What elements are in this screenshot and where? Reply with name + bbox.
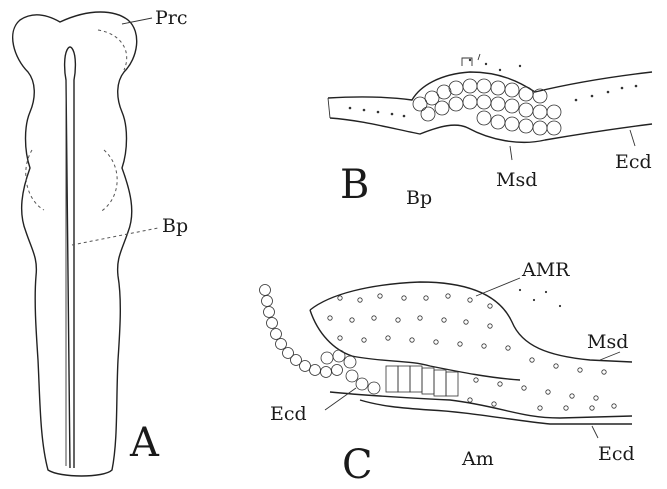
bp-leader-a — [72, 228, 158, 245]
section-c-base — [330, 392, 632, 418]
section-b-upper — [328, 72, 652, 100]
ecd-leader-c-right — [592, 426, 598, 438]
label-bp-b: Bp — [406, 187, 432, 209]
label-msd-b: Msd — [496, 169, 537, 191]
label-ecd-b: Ecd — [615, 151, 652, 173]
section-c-nuclei — [328, 289, 616, 410]
section-b-left-end — [328, 98, 330, 118]
msd-leader-c — [600, 352, 620, 360]
label-ecd-c-right: Ecd — [598, 443, 635, 465]
label-bp-a: Bp — [162, 215, 188, 237]
prc-boundary — [98, 30, 127, 70]
ecd-leader-b — [630, 130, 635, 146]
ecd-leader-c-left — [325, 388, 356, 410]
label-amr: AMR — [521, 259, 570, 281]
msd-leader-b — [510, 146, 512, 160]
panel-b-section — [328, 54, 652, 160]
amr-leader — [476, 278, 520, 296]
panel-letter-a: A — [129, 420, 160, 466]
panel-a-embryo — [13, 12, 158, 476]
label-ecd-c-left: Ecd — [270, 403, 307, 425]
panel-letter-c: C — [342, 442, 373, 488]
label-msd-c: Msd — [587, 331, 628, 353]
section-b-cells — [413, 79, 561, 135]
label-am: Am — [461, 448, 494, 470]
somite-boundary-left — [26, 150, 44, 210]
section-c-inner — [310, 310, 520, 380]
panel-c-section — [260, 278, 633, 438]
panel-letter-b: B — [340, 162, 369, 208]
somite-boundary-right — [100, 150, 117, 212]
label-prc: Prc — [155, 7, 188, 29]
section-c-columnar-cells — [386, 366, 458, 396]
section-c-amr-fold — [310, 282, 632, 362]
